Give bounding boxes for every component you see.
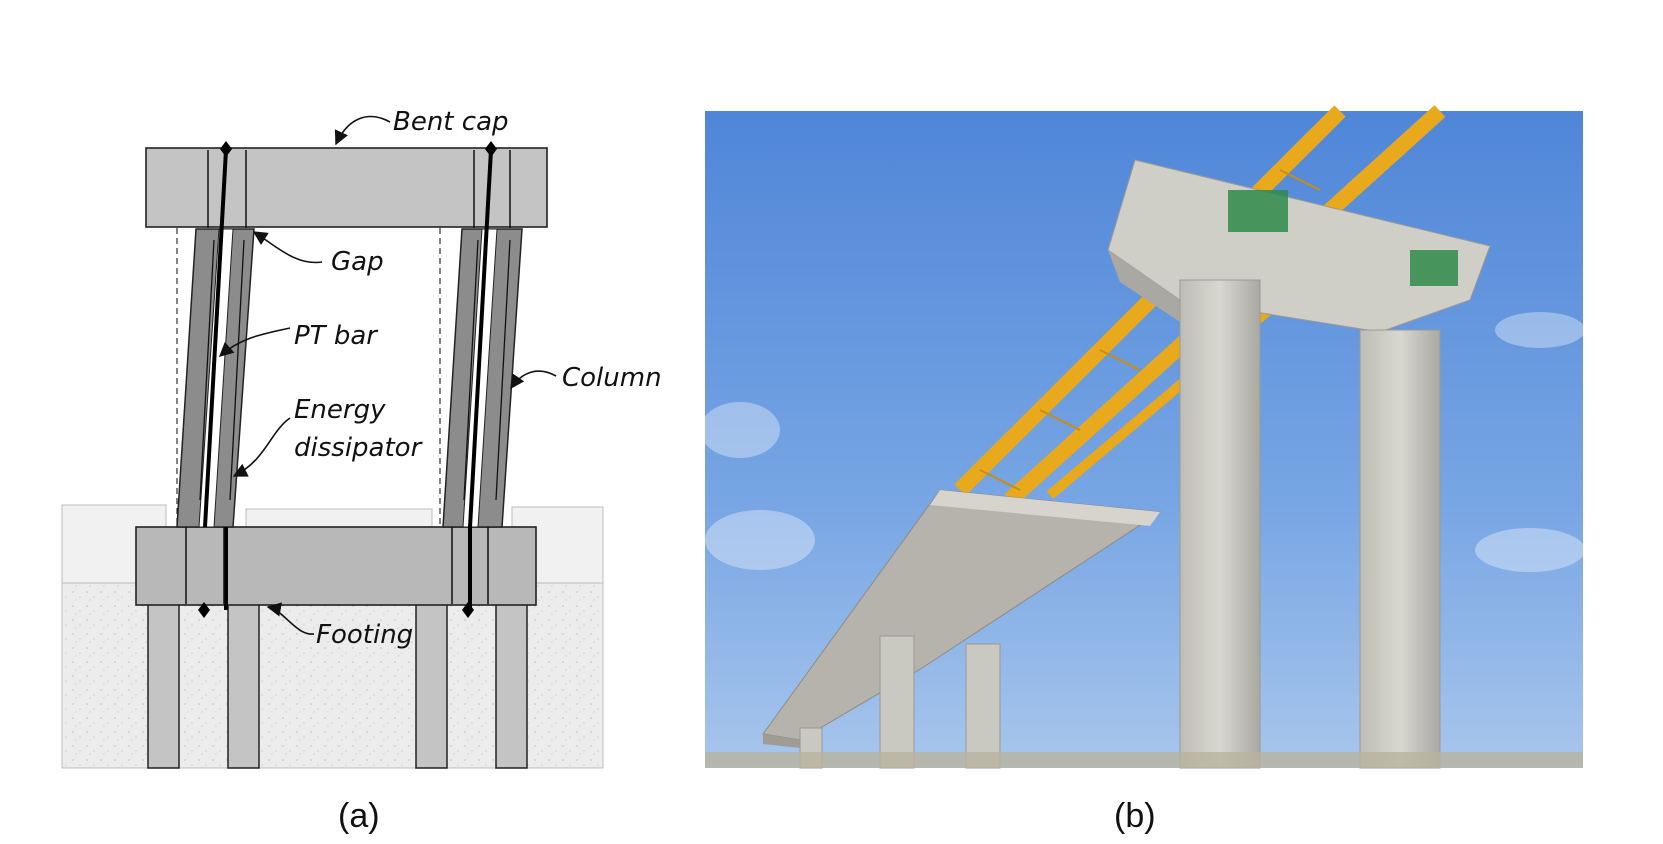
column-label: Column — [562, 363, 662, 393]
left-column — [176, 141, 255, 618]
column-arrow — [510, 370, 557, 390]
panel-b-photo: (b) — [700, 105, 1585, 835]
viaduct-deck — [762, 489, 1162, 748]
piles — [147, 603, 528, 769]
gap-label: Gap — [331, 247, 384, 277]
gap-arrow — [252, 231, 323, 264]
energy-dissipator-arrow — [232, 417, 291, 477]
pt-bar-arrow — [218, 327, 291, 357]
main-pier — [1107, 159, 1491, 769]
right-column — [442, 141, 523, 618]
bent-cap — [145, 147, 548, 228]
footing-arrow — [266, 602, 315, 635]
pt-bar-label: PT bar — [294, 321, 379, 351]
bent-cap-label: Bent cap — [393, 107, 509, 137]
panel-a-caption: (a) — [338, 797, 380, 835]
footing-label: Footing — [316, 620, 413, 650]
small-piers — [799, 635, 1001, 769]
energy-dissipator-label-line2: dissipator — [294, 433, 424, 463]
panel-b-caption: (b) — [1114, 797, 1156, 835]
footing — [135, 526, 537, 606]
panel-a-schematic: Bent cap Gap PT bar Column Energy dissip… — [61, 107, 662, 835]
bent-cap-arrow — [334, 115, 391, 146]
energy-dissipator-label-line1: Energy — [294, 395, 386, 425]
